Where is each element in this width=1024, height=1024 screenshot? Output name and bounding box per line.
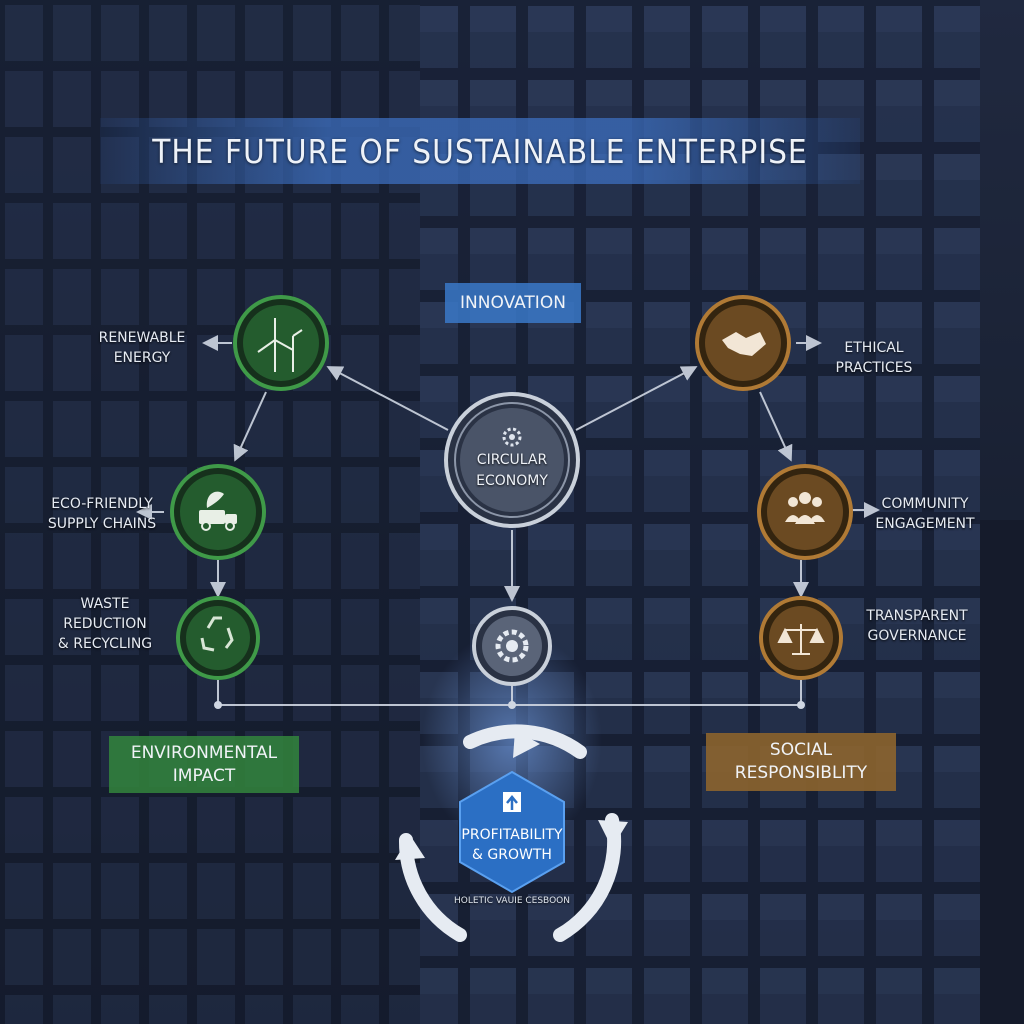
eco-friendly-line2: SUPPLY CHAINS [47,516,157,532]
node-community-engagement [757,464,853,560]
connector-center-to-ethical [575,366,698,431]
handshake-icon [722,332,766,356]
connector-renewable-to-eco [233,391,267,462]
social-responsibility-line2: RESPONSIBLITY [734,763,868,783]
transparent-governance-line2: GOVERNANCE [867,628,967,644]
title-banner: THE FUTURE OF SUSTAINABLE ENTERPISE [100,118,860,184]
social-responsibility-line1: SOCIAL [769,740,833,760]
community-engagement-line1: COMMUNITY [881,496,969,512]
community-engagement-line2: ENGAGEMENT [875,516,975,532]
profit-cycle [395,724,628,942]
node-eco-friendly-supply-chains [170,464,266,560]
node-gear [472,606,552,686]
wind-turbine-icon [257,318,303,372]
node-circular-economy [444,392,580,528]
circular-economy-label: CIRCULAR ECONOMY [462,450,562,492]
ethical-practices-label: ETHICAL PRACTICES [820,338,928,378]
renewable-energy-label: RENEWABLE ENERGY [92,328,192,368]
community-engagement-label: COMMUNITY ENGAGEMENT [872,494,978,534]
environmental-impact-line1: ENVIRONMENTAL [130,742,278,763]
waste-reduction-line2: REDUCTION [63,616,147,632]
gear-icon [502,427,522,447]
connector-dots [214,701,805,709]
profitability-label: PROFITABILITY & GROWTH [452,825,572,865]
holistic-caption-text: HOLETIC VAUIE CESBOON [454,896,570,906]
recycle-icon [200,616,234,652]
up-arrow-icon [503,792,521,812]
waste-reduction-label: WASTE REDUCTION & RECYCLING [48,594,162,654]
renewable-energy-line1: RENEWABLE [98,330,186,346]
waste-reduction-line1: WASTE [80,596,130,612]
node-ethical-practices [695,295,791,391]
ethical-practices-line2: PRACTICES [835,360,913,376]
eco-truck-icon [199,491,237,531]
connector-center-to-renewable [326,366,449,431]
page-title: THE FUTURE OF SUSTAINABLE ENTERPISE [152,131,808,171]
environmental-impact-box: ENVIRONMENTAL IMPACT [109,736,299,793]
circular-economy-line1: CIRCULAR [476,452,548,468]
profitability-line1: PROFITABILITY [461,827,563,843]
transparent-governance-line1: TRANSPARENT [866,608,968,624]
node-renewable-energy [233,295,329,391]
node-waste-reduction [176,596,260,680]
connectors [136,335,880,706]
node-transparent-governance [759,596,843,680]
ethical-practices-line1: ETHICAL [844,340,904,356]
innovation-box: INNOVATION [445,283,581,323]
eco-friendly-label: ECO-FRIENDLY SUPPLY CHAINS [44,494,160,534]
environmental-impact-line2: IMPACT [172,765,236,786]
community-icon [785,492,825,524]
social-responsibility-box: SOCIAL RESPONSIBLITY [706,733,896,791]
innovation-label: INNOVATION [460,292,566,313]
gear-icon [495,629,529,663]
scales-icon [777,624,825,655]
circular-economy-line2: ECONOMY [476,473,548,489]
renewable-energy-line2: ENERGY [113,350,171,366]
connector-ethical-to-community [759,391,793,462]
transparent-governance-label: TRANSPARENT GOVERNANCE [862,606,972,646]
waste-reduction-line3: & RECYCLING [57,636,153,652]
holistic-caption: HOLETIC VAUIE CESBOON [452,894,572,908]
eco-friendly-line1: ECO-FRIENDLY [51,496,153,512]
profitability-line2: & GROWTH [472,847,552,863]
